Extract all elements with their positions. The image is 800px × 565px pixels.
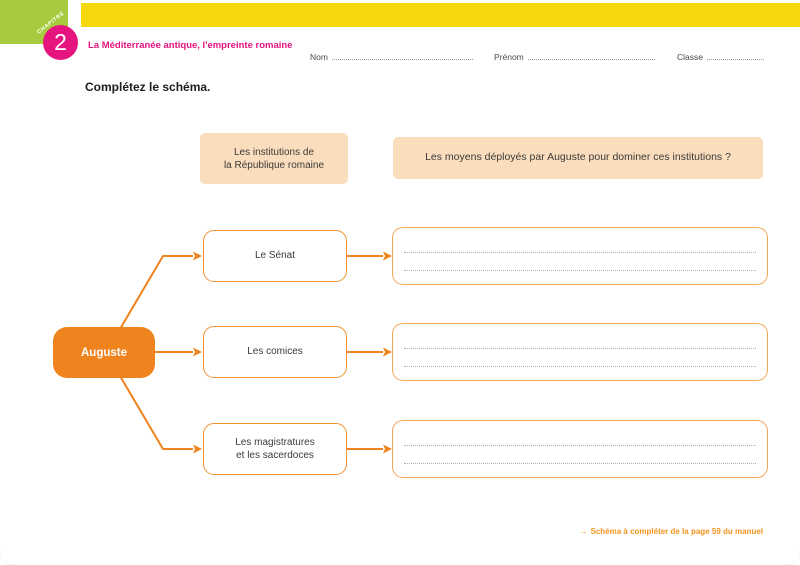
node-magistratures: Les magistratures et les sacerdoces xyxy=(203,423,347,475)
field-prenom-input-line[interactable] xyxy=(527,59,655,60)
field-prenom-label: Prénom xyxy=(494,51,524,62)
page-title: La Méditerranée antique, l'empreinte rom… xyxy=(88,40,293,51)
node-comices: Les comices xyxy=(203,326,347,378)
answer-line[interactable] xyxy=(404,252,756,253)
answer-line[interactable] xyxy=(404,445,756,446)
column-header-institutions: Les institutions de la République romain… xyxy=(200,133,348,184)
node-auguste: Auguste xyxy=(53,327,155,378)
footer-reference-text: Schéma à compléter de la page 59 du manu… xyxy=(590,527,763,536)
chapter-number: 2 xyxy=(54,29,67,55)
field-classe-label: Classe xyxy=(677,51,703,62)
node-senat: Le Sénat xyxy=(203,230,347,282)
field-nom-input-line[interactable] xyxy=(331,59,473,60)
instruction-text: Complétez le schéma. xyxy=(85,80,211,94)
field-nom-label: Nom xyxy=(310,51,328,62)
chapter-number-badge: 2 xyxy=(43,25,78,60)
node-auguste-label: Auguste xyxy=(81,346,127,359)
field-classe-input-line[interactable] xyxy=(706,59,764,60)
answer-line[interactable] xyxy=(404,463,756,464)
footer-reference: → Schéma à compléter de la page 59 du ma… xyxy=(579,527,763,536)
connector-root-to-magistratures xyxy=(119,375,202,454)
connector-root-to-senat xyxy=(119,251,202,330)
field-classe: Classe xyxy=(677,49,764,61)
answer-line[interactable] xyxy=(404,270,756,271)
footer-arrow-icon: → xyxy=(579,527,588,536)
answer-line[interactable] xyxy=(404,366,756,367)
column-header-moyens: Les moyens déployés par Auguste pour dom… xyxy=(393,137,763,179)
answer-box-magistratures[interactable] xyxy=(392,420,768,478)
field-prenom: Prénom xyxy=(494,49,655,61)
yellow-header-bar xyxy=(81,3,800,27)
answer-box-senat[interactable] xyxy=(392,227,768,285)
field-nom: Nom xyxy=(310,49,473,61)
answer-line[interactable] xyxy=(404,348,756,349)
answer-box-comices[interactable] xyxy=(392,323,768,381)
